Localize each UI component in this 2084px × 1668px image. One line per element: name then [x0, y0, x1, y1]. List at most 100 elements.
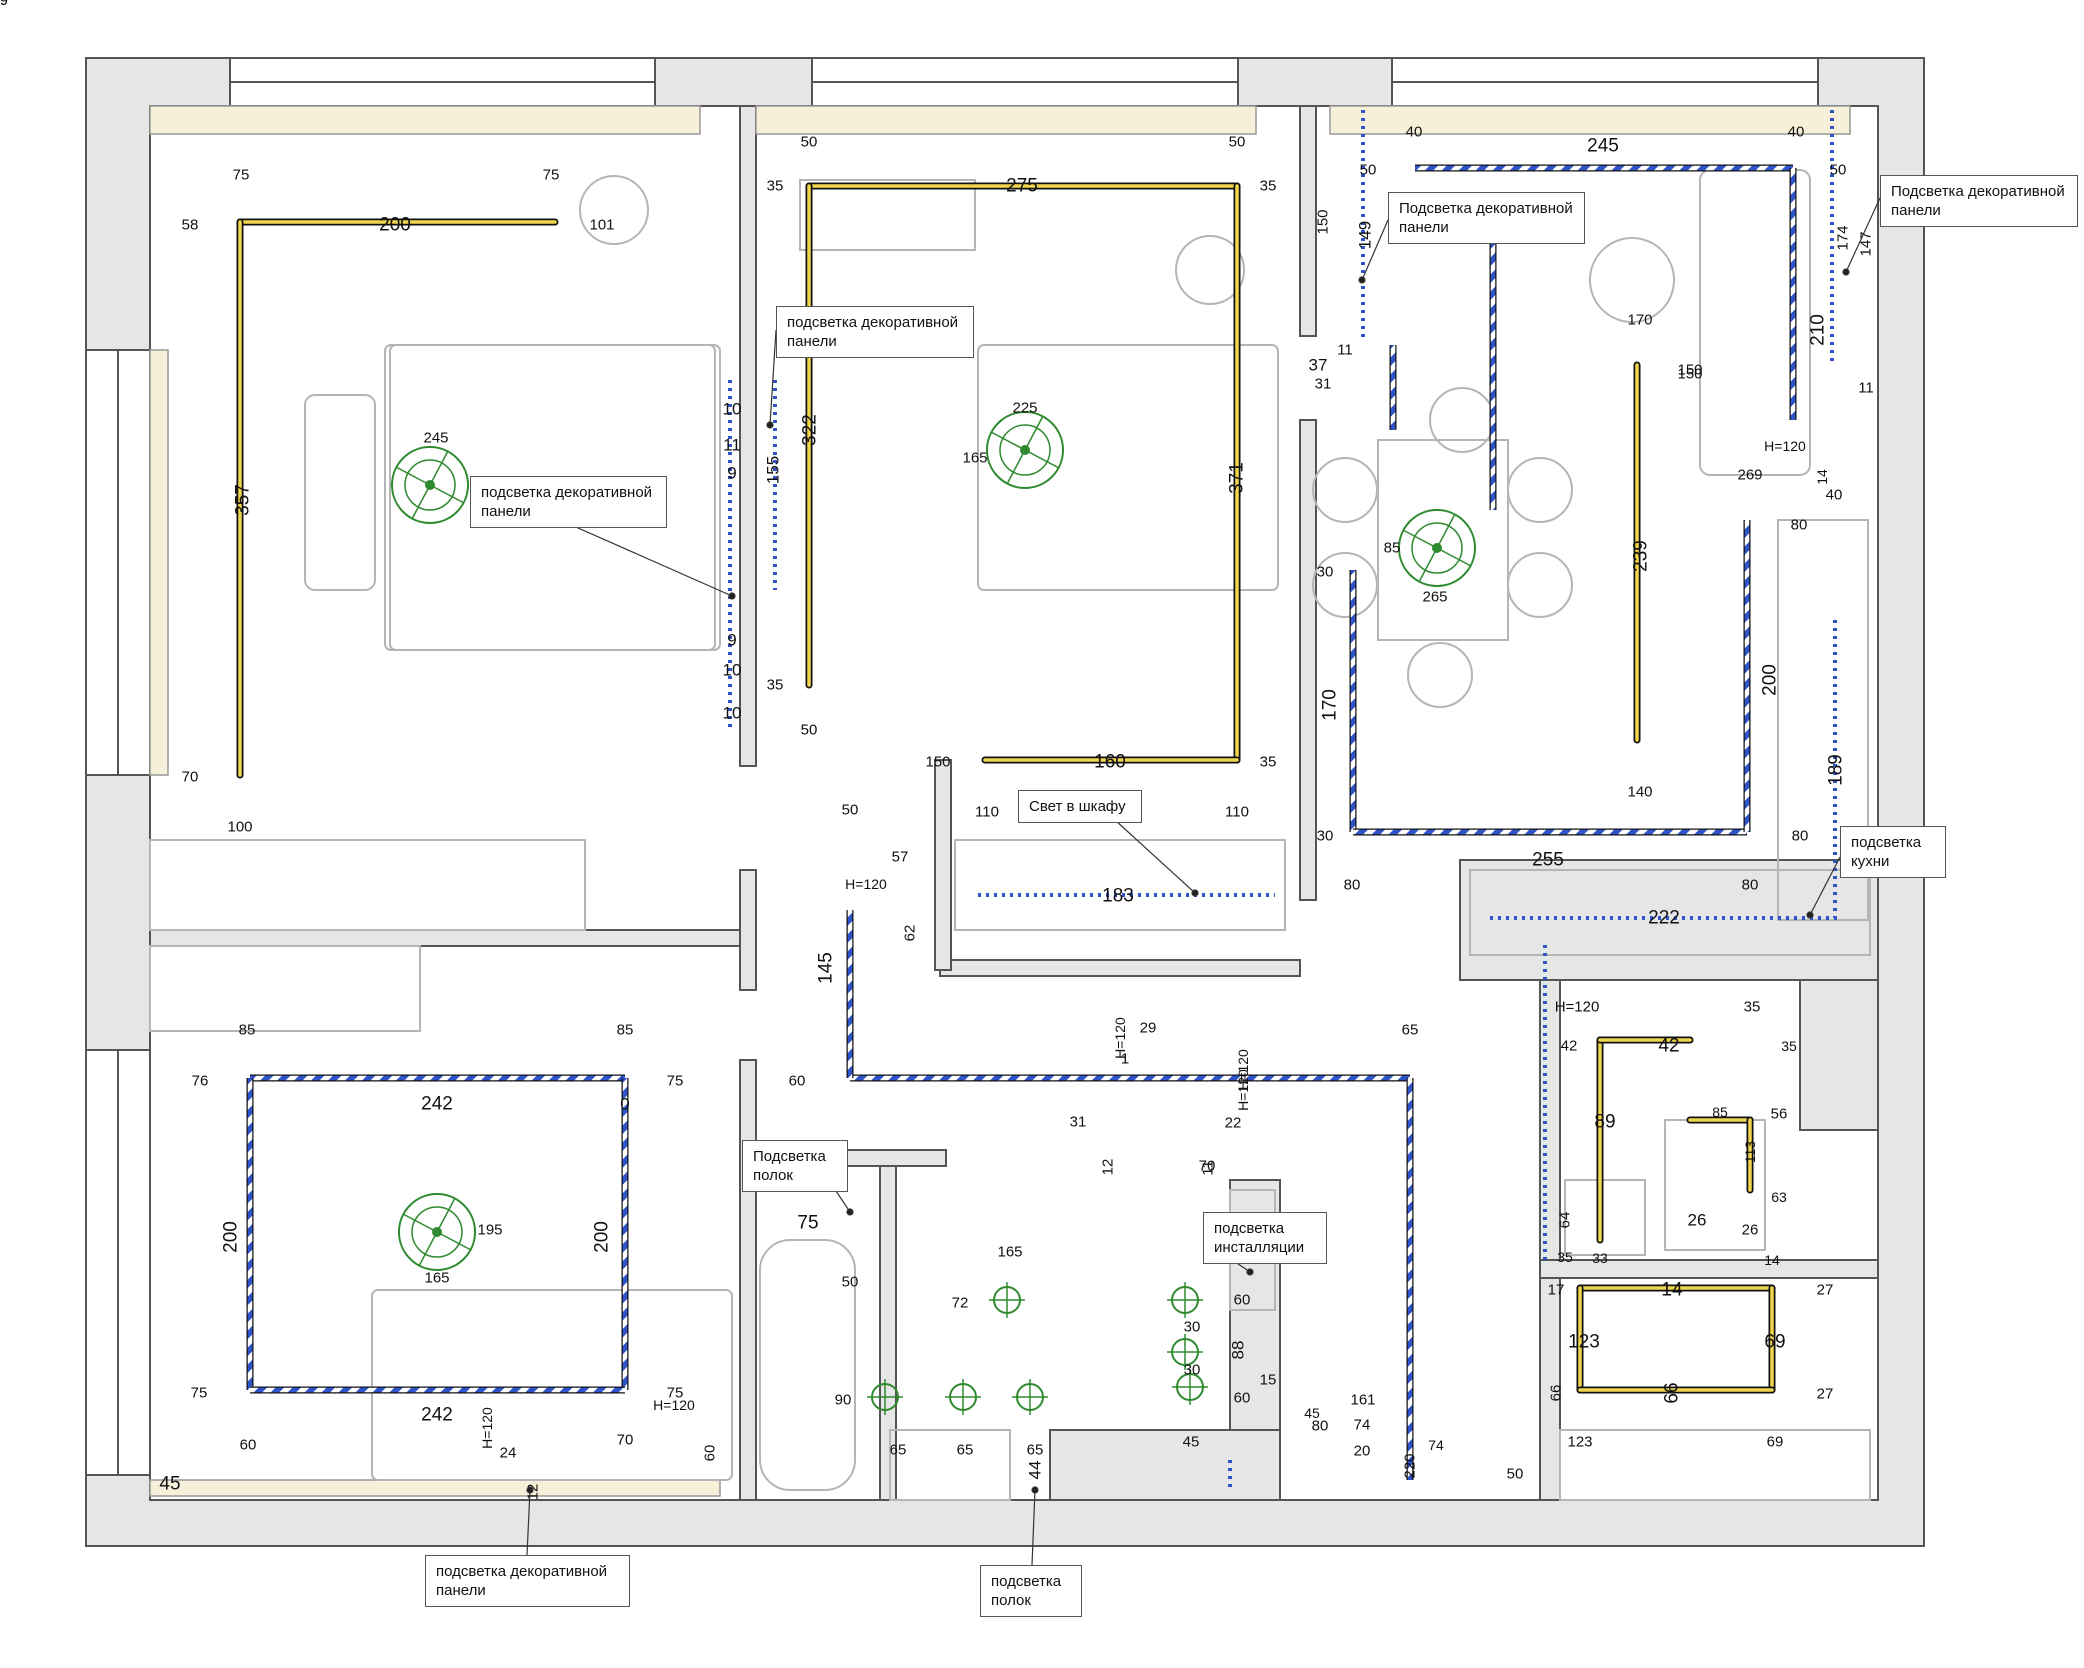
dimension-label: H=120 — [1235, 1069, 1251, 1111]
callout-decor-panel-window: Подсветка декоративной панели — [1880, 175, 2078, 227]
dimension-label: 45 — [159, 1474, 180, 1495]
dimension-label: 100 — [227, 819, 252, 836]
pendant-lamp-icon — [986, 411, 1064, 489]
callout-kitchen-light: подсветка кухни — [1840, 826, 1946, 878]
dimension-label: 35 — [1260, 178, 1277, 195]
dimension-label: 35 — [1744, 999, 1761, 1016]
dimension-label: 24 — [500, 1445, 517, 1462]
dimension-label: 265 — [1422, 589, 1447, 606]
leader-dot — [846, 1208, 854, 1216]
dimension-label: 35 — [1260, 754, 1277, 771]
pendant-lamp-icon — [398, 1193, 476, 1271]
dimension-label: 165 — [962, 450, 987, 467]
dimension-label: 27 — [1817, 1386, 1834, 1403]
dimension-label: 37 — [1309, 356, 1328, 375]
callout-decor-panel-bedroom1: подсветка декоративной панели — [776, 306, 974, 358]
dimension-label: 65 — [1027, 1442, 1044, 1459]
leader-dot — [1031, 1486, 1039, 1494]
bed-2 — [977, 344, 1279, 591]
dimension-label: 11 — [723, 436, 741, 455]
spot-light-icon — [945, 1379, 981, 1415]
dimension-label: 72 — [952, 1295, 969, 1312]
dimension-label: 65 — [890, 1442, 907, 1459]
dimension-label: 210 — [1808, 314, 1829, 346]
spot-light-icon — [989, 1282, 1025, 1318]
leader-line — [559, 519, 733, 597]
dimension-label: 183 — [1102, 886, 1134, 907]
dimension-label: 11 — [1200, 1160, 1217, 1176]
dimension-label: 26 — [1742, 1222, 1759, 1239]
dimension-label: 75 — [667, 1073, 684, 1090]
light-fixtures — [391, 411, 1476, 1415]
dimension-label: 74 — [1354, 1417, 1371, 1434]
dimension-label: 26 — [1688, 1211, 1707, 1230]
dimension-label: 57 — [892, 849, 909, 866]
dimension-label: 80 — [1791, 517, 1808, 534]
dimension-label: 42 — [1561, 1038, 1578, 1055]
dimension-label: 70 — [617, 1432, 634, 1449]
dimension-label: 63 — [1771, 1189, 1787, 1205]
dimension-label: 10 — [723, 400, 742, 419]
dimension-label: 101 — [589, 217, 614, 234]
dimension-label: 50 — [801, 134, 818, 151]
dimension-label: 150 — [1315, 209, 1332, 234]
spot-light-icon — [1172, 1369, 1208, 1405]
dimension-label: 50 — [1507, 1466, 1524, 1483]
dimension-label: H=120 — [1112, 1017, 1128, 1059]
dimension-label: 165 — [997, 1244, 1022, 1261]
leader-dot — [766, 421, 774, 429]
leader-dot — [1191, 889, 1199, 897]
dimension-label: 75 — [667, 1385, 684, 1402]
dimension-label: 0 — [620, 1095, 629, 1114]
dimension-label: 242 — [421, 1405, 453, 1426]
dimension-label: 90 — [835, 1392, 852, 1409]
vanity — [889, 1429, 1011, 1501]
dimension-label: 20 — [1354, 1443, 1371, 1460]
dimension-label: 150 — [1677, 366, 1702, 383]
dimension-label: 50 — [1229, 134, 1246, 151]
dimension-label: 10 — [723, 661, 742, 680]
dimension-label: 85 — [1384, 540, 1401, 557]
dimension-label: 29 — [1140, 1020, 1157, 1037]
dimension-label: 269 — [1737, 467, 1762, 484]
spot-light-icon — [1167, 1334, 1203, 1370]
dimension-label: 40 — [1826, 487, 1843, 504]
dimension-label: 80 — [1742, 877, 1759, 894]
dimension-label: 70 — [182, 769, 199, 786]
dimension-label: 170 — [1627, 312, 1652, 329]
dimension-label: 14 — [1661, 1280, 1683, 1301]
dimension-label: 15 — [1260, 1372, 1277, 1389]
dimension-label: 170 — [1320, 689, 1341, 721]
callout-wardrobe-light: Свет в шкафу — [1018, 790, 1142, 823]
dimension-label: 60 — [1234, 1390, 1251, 1407]
dimension-label: 69 — [1767, 1434, 1784, 1451]
spot-light-icon — [1167, 1282, 1203, 1318]
dimension-label: 35 — [767, 178, 784, 195]
leader-line — [769, 329, 777, 426]
dimension-label: 239 — [1631, 540, 1652, 572]
dimension-label: 27 — [1817, 1282, 1834, 1299]
dimension-label: 69 — [0, 0, 8, 8]
dimension-label: 30 — [1317, 564, 1334, 581]
dimension-label: 357 — [233, 484, 254, 516]
dimension-label: 189 — [1826, 754, 1847, 786]
pendant-lamp-icon — [391, 446, 469, 524]
dimension-label: 160 — [1094, 752, 1126, 773]
bathtub — [759, 1239, 856, 1491]
dimension-label: 50 — [1830, 162, 1847, 179]
dimension-label: 9 — [727, 631, 736, 650]
dimension-label: 42 — [1658, 1036, 1679, 1057]
dimension-label: 40 — [1788, 124, 1805, 141]
callout-install-light: подсветка инсталляции — [1203, 1212, 1327, 1264]
leader-dot — [526, 1486, 534, 1494]
dimension-label: 60 — [1234, 1292, 1251, 1309]
dimension-label: H=120 — [1764, 438, 1806, 454]
leader-dot — [1806, 911, 1814, 919]
dimension-label: 14 — [1814, 469, 1830, 485]
dimension-label: 45 — [1183, 1434, 1200, 1451]
dimension-label: 50 — [842, 802, 859, 819]
dimension-label: 17 — [1548, 1282, 1565, 1299]
walls — [85, 57, 1925, 1547]
windows — [85, 57, 1819, 1476]
dimension-label: 88 — [1229, 1341, 1248, 1360]
